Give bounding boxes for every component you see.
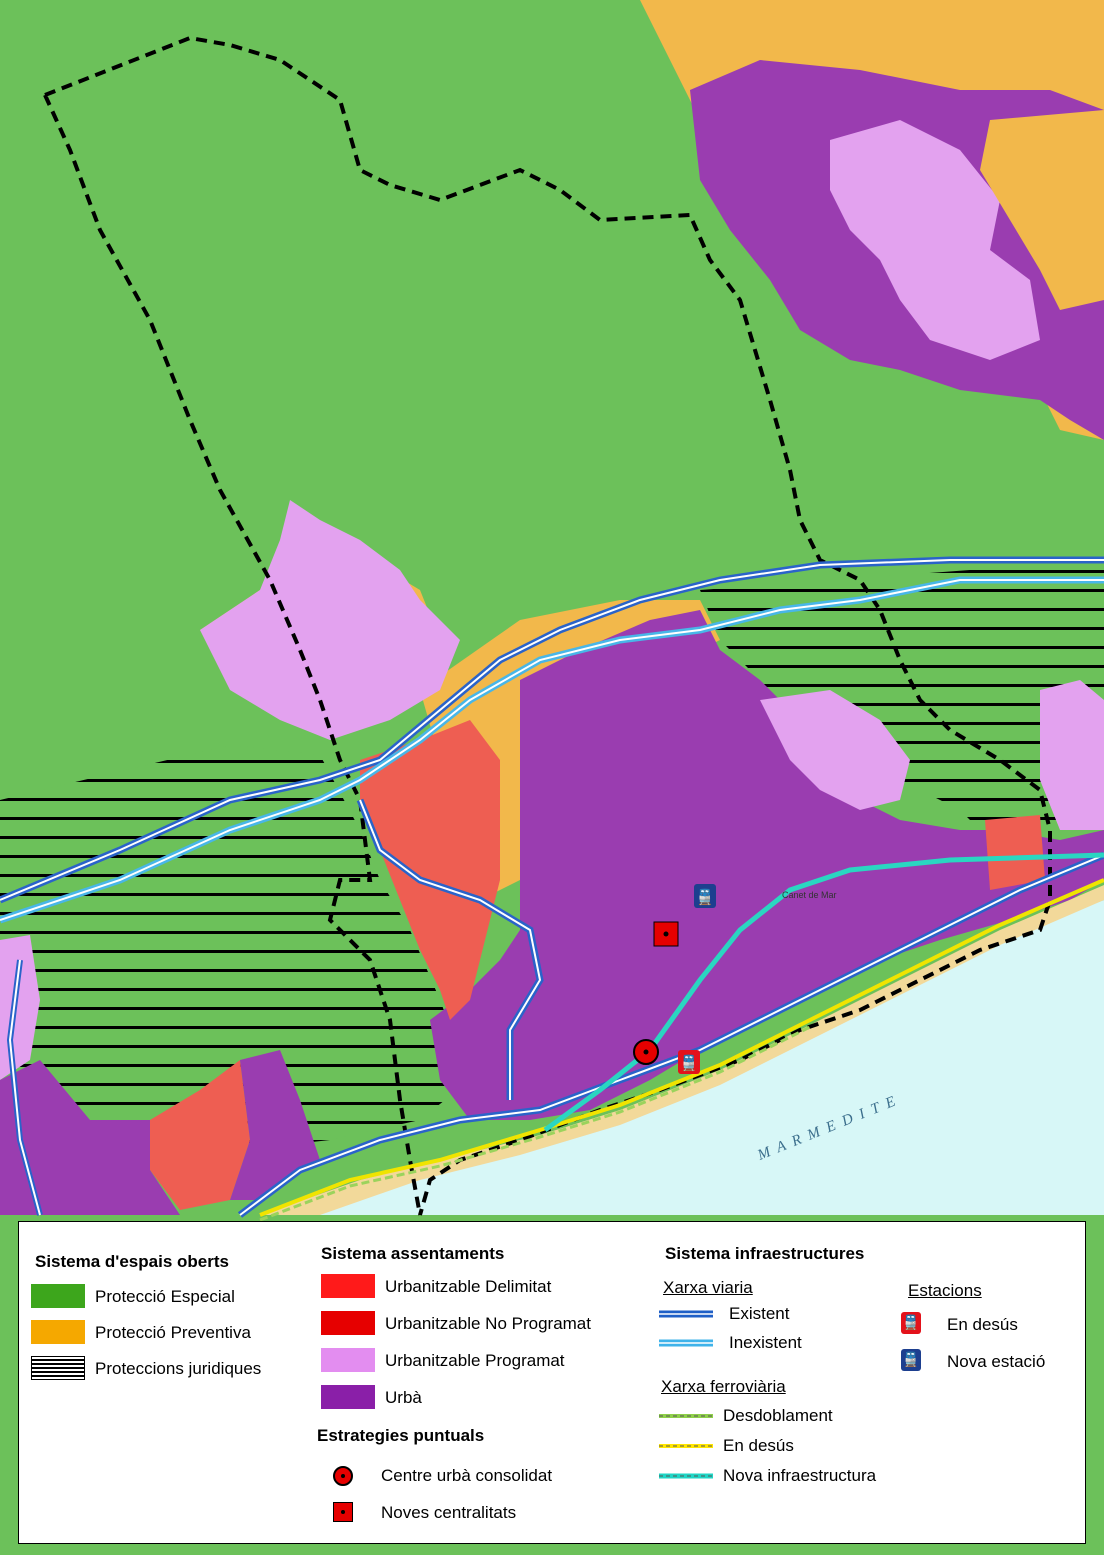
legend-infrastructure-title: Sistema infraestructures: [665, 1244, 865, 1263]
legend-label-juridical-protection: Proteccions juridiques: [95, 1359, 262, 1378]
rail-doubling: [259, 1025, 811, 1222]
legend-label-not-programmed: Urbanitzable No Programat: [385, 1314, 591, 1333]
legend-label-urban: Urbà: [385, 1388, 422, 1407]
delimited-urbanizable-area-sw: [150, 1060, 250, 1210]
rail-disused: [259, 878, 1104, 1217]
legend-rail-new-symbol: [659, 1473, 713, 1479]
consolidated-centre-marker: [633, 1039, 659, 1065]
legend-station-disused-label: En desús: [947, 1315, 1018, 1334]
legend-swatch-urban: [321, 1385, 375, 1409]
legend-symbol-consolidated-centre: [333, 1466, 353, 1486]
legend-rail-disused-label: En desús: [723, 1436, 794, 1455]
urban-area-s: [230, 1050, 320, 1200]
legend-swatch-special-protection: [31, 1284, 85, 1308]
rail-new: [543, 852, 1104, 1133]
preventive-area-ne-inner: [980, 110, 1104, 310]
legend-swatch-juridical-protection: [31, 1356, 85, 1380]
legend-road-existent-symbol: [659, 1310, 713, 1318]
svg-text:🚆: 🚆: [696, 888, 715, 906]
urban-area-sw: [0, 1060, 180, 1215]
train-icon: 🚆: [901, 1312, 921, 1334]
programmed-area-nw: [200, 500, 460, 740]
sea-area: [300, 900, 1104, 1215]
legend-swatch-delimited: [321, 1274, 375, 1298]
legend-road-network-title: Xarxa viaria: [663, 1278, 753, 1297]
legend-road-inexistent-symbol: [659, 1339, 713, 1347]
programmed-area-central: [760, 690, 910, 810]
legend-station-new-label: Nova estació: [947, 1352, 1046, 1371]
delimited-urbanizable-area-east: [985, 815, 1045, 890]
programmed-area-ne: [830, 120, 1040, 360]
svg-text:🚆: 🚆: [680, 1054, 699, 1072]
legend-label-new-centrality: Noves centralitats: [381, 1503, 517, 1522]
legend-label-preventive-protection: Protecció Preventiva: [95, 1323, 251, 1342]
legend-symbol-new-centrality: [333, 1502, 353, 1522]
station-new-marker: 🚆: [694, 884, 716, 908]
station-disused-marker: 🚆: [678, 1050, 700, 1074]
legend-label-delimited: Urbanitzable Delimitat: [385, 1277, 552, 1296]
urban-area-central: [430, 610, 1104, 1120]
legend-road-existent-label: Existent: [729, 1304, 790, 1323]
delimited-urbanizable-area: [360, 720, 500, 1020]
municipal-boundary: [43, 35, 1052, 1216]
train-icon: 🚆: [901, 1349, 921, 1371]
legend-rail-network-title: Xarxa ferroviària: [661, 1377, 786, 1396]
legend-swatch-preventive-protection: [31, 1320, 85, 1344]
legend-road-inexistent-label: Inexistent: [729, 1333, 802, 1352]
legend-stations-title: Estacions: [908, 1281, 982, 1300]
legend-label-consolidated-centre: Centre urbà consolidat: [381, 1466, 553, 1485]
legend-rail-new-label: Nova infraestructura: [723, 1466, 877, 1485]
legend-label-special-protection: Protecció Especial: [95, 1287, 235, 1306]
legend-swatch-programmed: [321, 1348, 375, 1372]
legend-label-programmed: Urbanitzable Programat: [385, 1351, 565, 1370]
legend-rail-doubling-label: Desdoblament: [723, 1406, 833, 1425]
legend-open-spaces-title: Sistema d'espais oberts: [35, 1252, 229, 1271]
legend-settlements-title: Sistema assentaments: [321, 1244, 505, 1263]
programmed-area-east: [1040, 680, 1104, 830]
town-label: Canet de Mar: [782, 890, 837, 900]
legend-rail-doubling-symbol: [659, 1414, 713, 1418]
legend-swatch-not-programmed: [321, 1311, 375, 1335]
new-centrality-marker: [653, 921, 679, 947]
legend-rail-disused-symbol: [659, 1444, 713, 1448]
map-legend: Sistema d'espais oberts Protecció Especi…: [18, 1221, 1086, 1544]
legend-point-strategies-title: Estrategies puntuals: [317, 1426, 485, 1445]
